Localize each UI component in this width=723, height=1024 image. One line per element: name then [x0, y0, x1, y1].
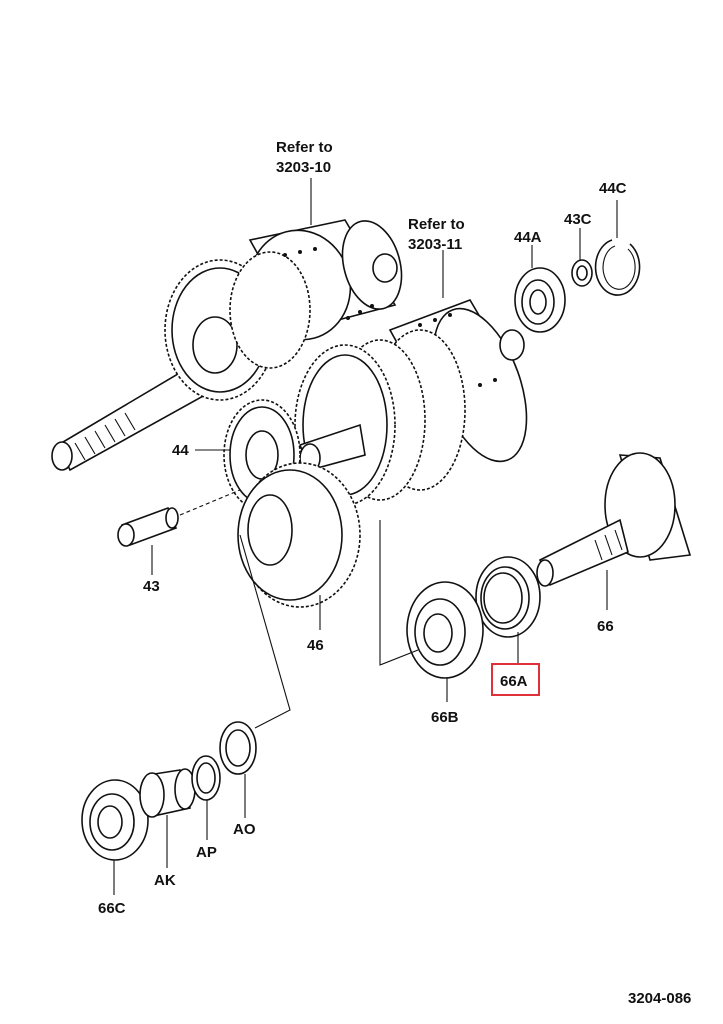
label-46: 46: [307, 637, 324, 654]
ring-43C: [571, 228, 593, 287]
refer-3203-11-line1: Refer to: [408, 216, 465, 233]
ring-AP: [191, 755, 221, 840]
bearing-44A: [514, 245, 566, 333]
washer-AO: [219, 534, 291, 818]
label-66A: 66A: [500, 673, 528, 690]
label-44: 44: [172, 442, 189, 459]
refer-3203-11-line2: 3203-11: [408, 236, 462, 253]
output-yoke-66: [536, 452, 692, 610]
sleeve-AK: [139, 768, 196, 868]
label-43C: 43C: [564, 211, 592, 228]
label-44A: 44A: [514, 229, 542, 246]
label-66: 66: [597, 618, 614, 635]
label-43: 43: [143, 578, 160, 595]
bearing-66C: [81, 779, 149, 895]
figure-id: 3204-086: [628, 990, 691, 1007]
label-66C: 66C: [98, 900, 126, 917]
highlight-box-66A: [491, 663, 540, 696]
gear-46: [237, 462, 361, 630]
diagram-labels: Refer to 3203-10 Refer to 3203-11 44C 43…: [98, 139, 691, 1007]
refer-3203-10-line2: 3203-10: [276, 159, 331, 176]
upper-shaft-assembly: [51, 178, 403, 472]
seal-66A: [475, 556, 541, 664]
refer-3203-10-line1: Refer to: [276, 139, 333, 156]
snap-ring-44C: [594, 200, 641, 296]
label-44C: 44C: [599, 180, 627, 197]
bearing-66B: [379, 520, 484, 702]
label-66B: 66B: [431, 709, 459, 726]
pin-43: [117, 489, 241, 575]
middle-shaft-assembly: [294, 250, 528, 506]
label-AK: AK: [154, 872, 176, 889]
label-AP: AP: [196, 844, 217, 861]
label-AO: AO: [233, 821, 256, 838]
